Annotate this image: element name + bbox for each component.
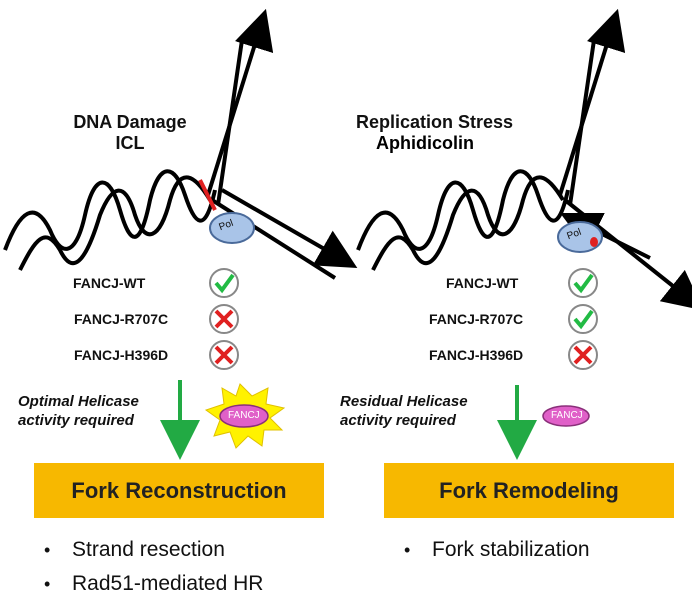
fancj-label-left: FANCJ	[228, 410, 260, 421]
polymerase-left	[209, 212, 255, 244]
diagram-artwork	[3, 8, 692, 460]
right-bullets: •Fork stabilization	[404, 533, 590, 567]
bullet-text: Rad51-mediated HR	[72, 572, 264, 595]
list-item: •Rad51-mediated HR	[44, 572, 264, 595]
left-note-line2: activity required	[18, 412, 134, 429]
bullet-text: Strand resection	[72, 538, 225, 561]
fork-remodeling-label: Fork Remodeling	[439, 477, 619, 503]
right-fork	[356, 8, 692, 311]
check-icon	[209, 268, 239, 298]
left-variant-r707c: FANCJ-R707C	[74, 311, 169, 327]
left-title-line2: ICL	[115, 133, 145, 153]
list-item: •Fork stabilization	[404, 538, 590, 561]
right-title: Replication Stress Aphidicolin	[356, 112, 536, 154]
aphidicolin-mark	[590, 237, 598, 247]
left-fork	[3, 8, 358, 280]
left-variant-h396d: FANCJ-H396D	[74, 347, 169, 363]
crosslink-mark	[198, 179, 217, 211]
left-status-icons	[209, 268, 239, 370]
left-bullets: •Strand resection •Rad51-mediated HR	[44, 533, 263, 601]
check-icon	[568, 304, 598, 334]
right-variant-wt: FANCJ-WT	[446, 275, 519, 291]
fork-reconstruction-box: Fork Reconstruction	[34, 463, 324, 518]
left-note-line1: Optimal Helicase	[18, 393, 139, 410]
fancj-label-right: FANCJ	[551, 410, 583, 421]
right-title-line1: Replication Stress	[356, 112, 514, 132]
list-item: •Strand resection	[44, 538, 225, 561]
left-title: DNA Damage ICL	[55, 112, 205, 154]
fork-remodeling-box: Fork Remodeling	[384, 463, 674, 518]
fork-reconstruction-label: Fork Reconstruction	[71, 477, 287, 503]
right-variant-r707c: FANCJ-R707C	[429, 311, 524, 327]
check-icon	[568, 268, 598, 298]
left-note: Optimal Helicase activity required	[18, 392, 139, 430]
fancj-right	[542, 405, 590, 427]
right-status-icons	[568, 268, 598, 370]
right-title-line2: Aphidicolin	[376, 133, 474, 153]
left-variant-wt: FANCJ-WT	[73, 275, 146, 291]
fancj-left	[219, 404, 269, 428]
right-note: Residual Helicase activity required	[340, 392, 468, 430]
left-title-line1: DNA Damage	[73, 112, 187, 132]
right-note-line2: activity required	[340, 412, 456, 429]
right-note-line1: Residual Helicase	[340, 393, 468, 410]
right-variant-h396d: FANCJ-H396D	[429, 347, 524, 363]
bullet-text: Fork stabilization	[432, 538, 590, 561]
